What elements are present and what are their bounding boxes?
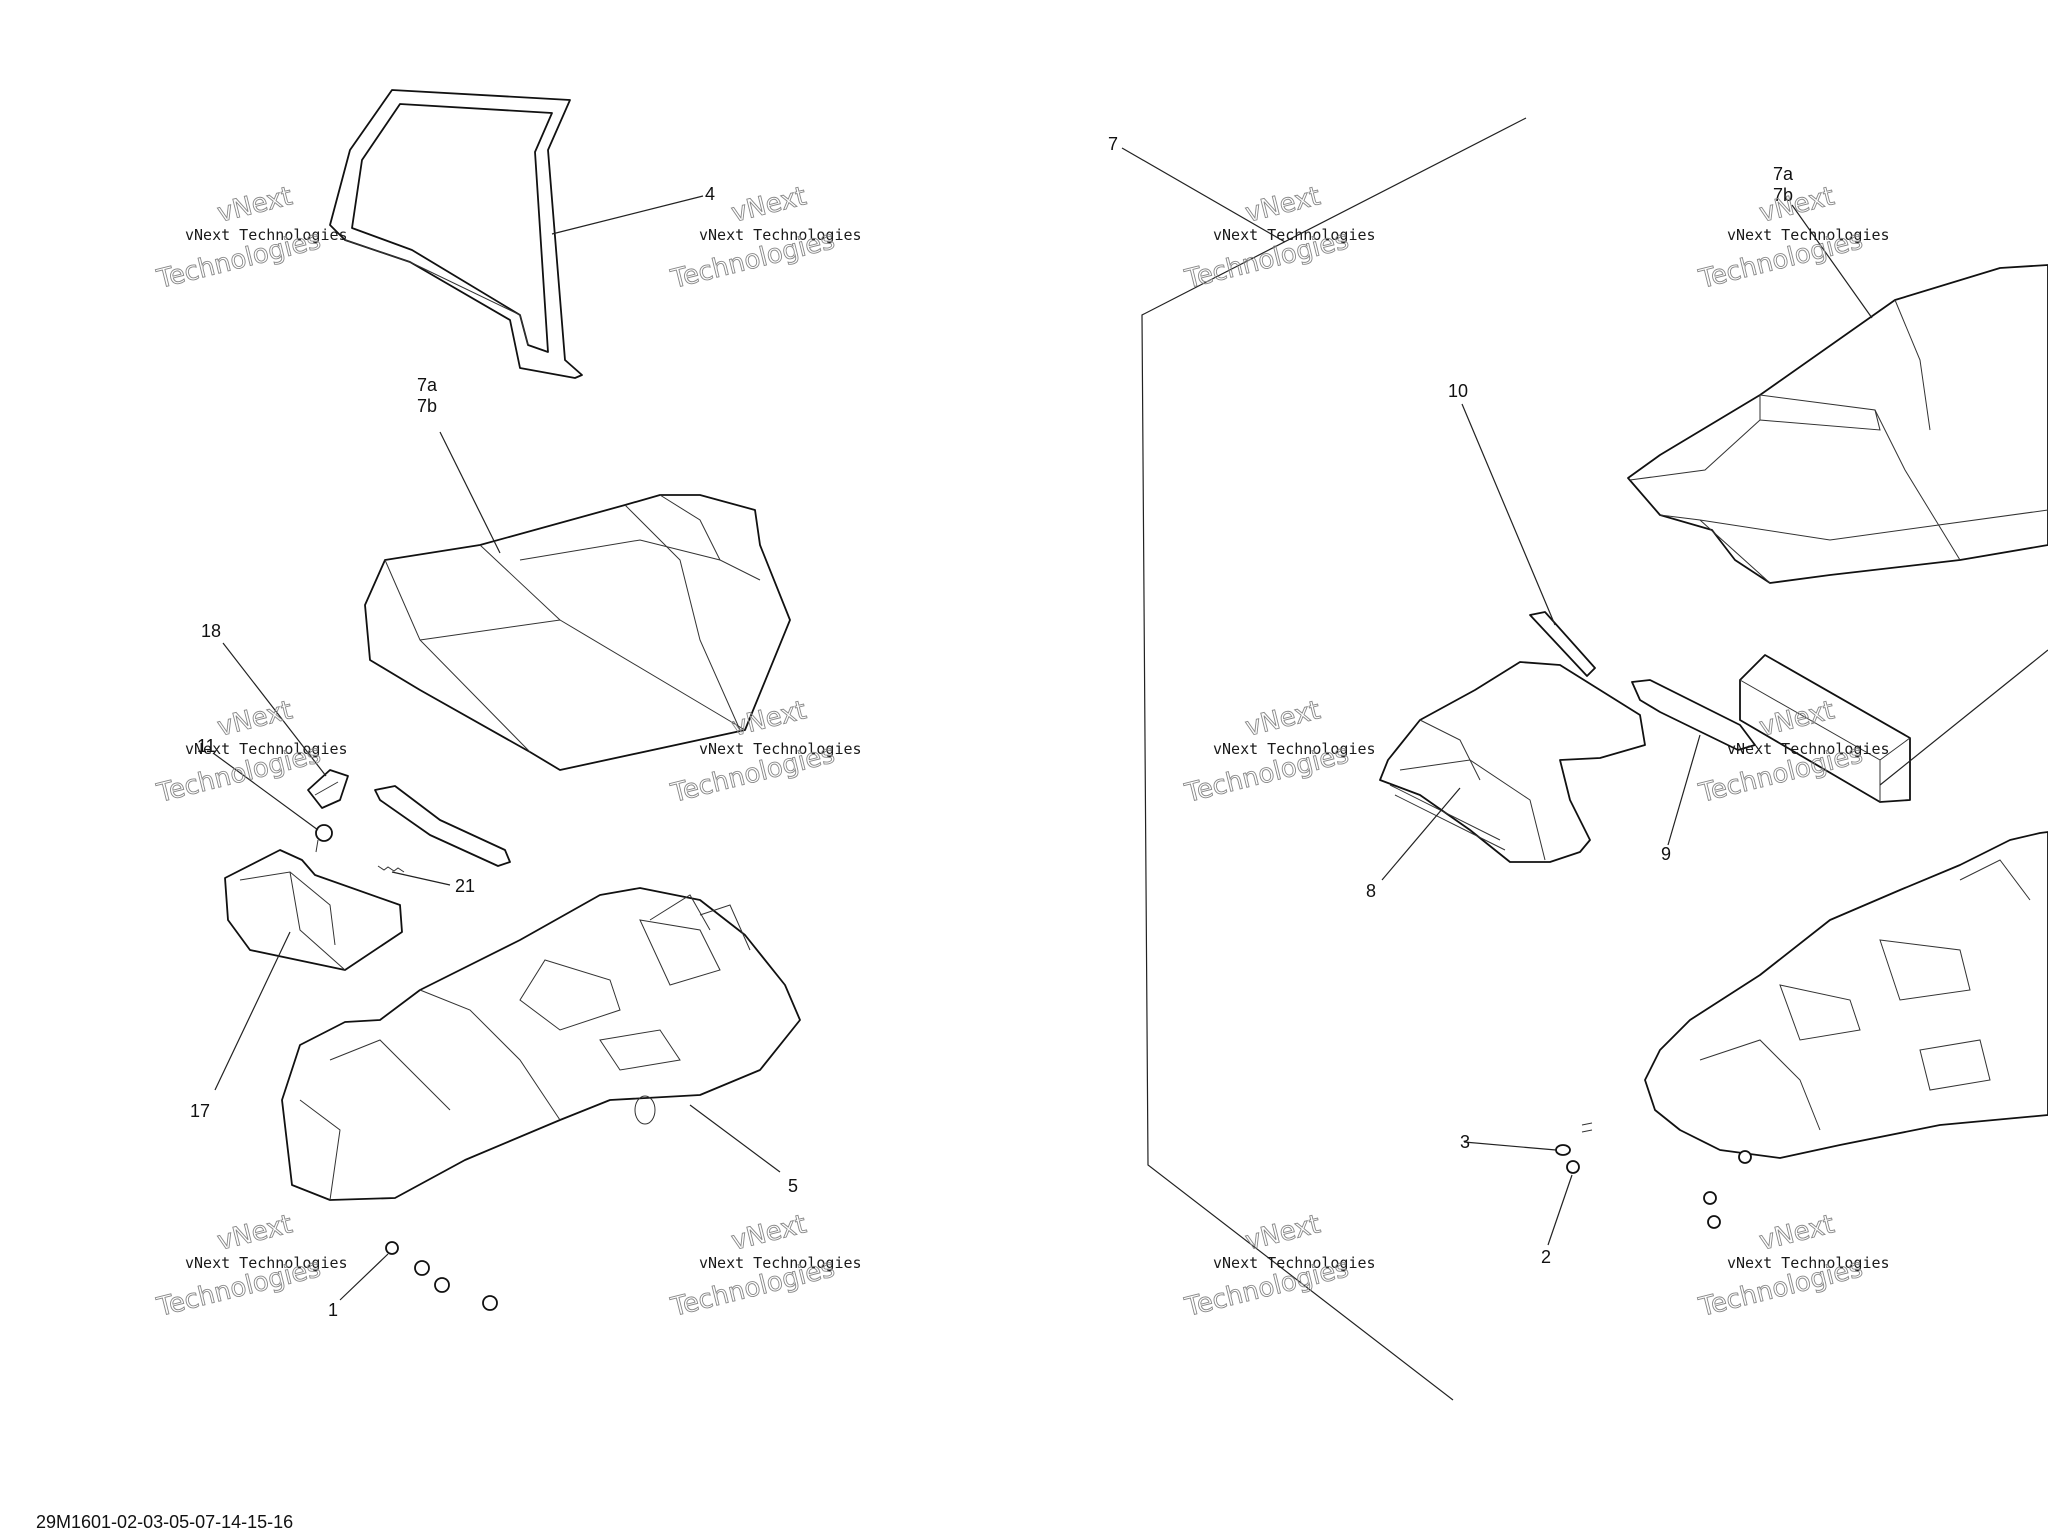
watermark: vNext vNext Technologies Technologies: [1695, 181, 1890, 296]
watermark-line1: vNext: [214, 181, 295, 228]
callout-1: 1: [328, 1300, 338, 1320]
watermark-line1: vNext: [214, 1209, 295, 1256]
watermark-line2: vNext Technologies: [1213, 740, 1376, 758]
watermark: vNext vNext Technologies Technologies: [1181, 1209, 1376, 1324]
callout-7b-left: 7b: [417, 396, 437, 416]
callout-9: 9: [1661, 844, 1671, 864]
callout-8: 8: [1366, 881, 1376, 901]
part-1-fasteners: [385, 1241, 498, 1311]
part-8-storage-bin: [1379, 661, 1646, 863]
watermark-line2: vNext Technologies: [1727, 226, 1890, 244]
watermark-line2: vNext Technologies: [1213, 1254, 1376, 1272]
part-5-seat-base: [281, 887, 801, 1201]
watermark-line2: vNext Technologies: [699, 740, 862, 758]
watermark-line2: vNext Technologies: [699, 226, 862, 244]
part-5-seat-base-right: [1644, 831, 2048, 1159]
callout-7a-right: 7a: [1773, 164, 1794, 184]
part-2-screw: [1566, 1160, 1580, 1174]
watermark-line2: vNext Technologies: [185, 226, 348, 244]
leader-lines-left: [212, 195, 781, 1301]
callout-10: 10: [1448, 381, 1468, 401]
part-7-seat-cushion-left: [364, 494, 791, 771]
watermark-line1: vNext: [214, 695, 295, 742]
callout-2: 2: [1541, 1247, 1551, 1267]
callout-4: 4: [705, 184, 715, 204]
diagram-reference-code: 29M1601-02-03-05-07-14-15-16: [36, 1512, 294, 1532]
part-21-spring: [377, 865, 405, 873]
watermark-line2: vNext Technologies: [185, 740, 348, 758]
watermark-line2: vNext Technologies: [1213, 226, 1376, 244]
callout-21: 21: [455, 876, 475, 896]
part-7-seat-cushion-right: [1627, 264, 2048, 584]
callout-3: 3: [1460, 1132, 1470, 1152]
watermark-line2: vNext Technologies: [699, 1254, 862, 1272]
callout-18: 18: [201, 621, 221, 641]
watermark-line1: vNext: [1242, 181, 1323, 228]
part-7-assembly-outline: [1141, 117, 1527, 1401]
callout-7b-right: 7b: [1773, 185, 1793, 205]
callout-17: 17: [190, 1101, 210, 1121]
watermark: vNext vNext Technologies Technologies: [153, 1209, 348, 1324]
watermark-line2: vNext Technologies: [185, 1254, 348, 1272]
watermark-line1: vNext: [1756, 181, 1837, 228]
part-4-backrest-frame: [329, 89, 583, 379]
watermark-line1: vNext: [1756, 1209, 1837, 1256]
right-base-fasteners: [1703, 1150, 1752, 1229]
part-3-clip: [1555, 1122, 1593, 1156]
leader-lines-right: [1121, 147, 2048, 1246]
part-18-latch: [307, 769, 349, 809]
part-9-strip: [1631, 679, 1756, 751]
watermark: vNext vNext Technologies Technologies: [1695, 1209, 1890, 1324]
watermark-line2: vNext Technologies: [1727, 740, 1890, 758]
callout-7a-left: 7a: [417, 375, 438, 395]
part-11-screw: [315, 824, 333, 853]
seat-bracket-left: [374, 785, 511, 867]
watermark: vNext vNext Technologies Technologies: [1181, 181, 1376, 296]
watermark-line2: vNext Technologies: [1727, 1254, 1890, 1272]
watermark-line1: vNext: [728, 1209, 809, 1256]
callout-11: 11: [197, 736, 216, 756]
watermark: vNext vNext Technologies Technologies: [667, 181, 862, 296]
callout-7: 7: [1108, 134, 1118, 154]
foam-block: [1739, 654, 1911, 803]
watermark-line1: vNext: [1242, 1209, 1323, 1256]
callout-5: 5: [788, 1176, 798, 1196]
watermark-line1: vNext: [728, 181, 809, 228]
watermark: vNext vNext Technologies Technologies: [153, 181, 348, 296]
watermark: vNext vNext Technologies Technologies: [1181, 695, 1376, 810]
part-10-strap: [1529, 611, 1596, 677]
part-17-storage-tray: [224, 849, 403, 971]
watermark-line1: vNext: [1242, 695, 1323, 742]
watermark: vNext vNext Technologies Technologies: [667, 1209, 862, 1324]
